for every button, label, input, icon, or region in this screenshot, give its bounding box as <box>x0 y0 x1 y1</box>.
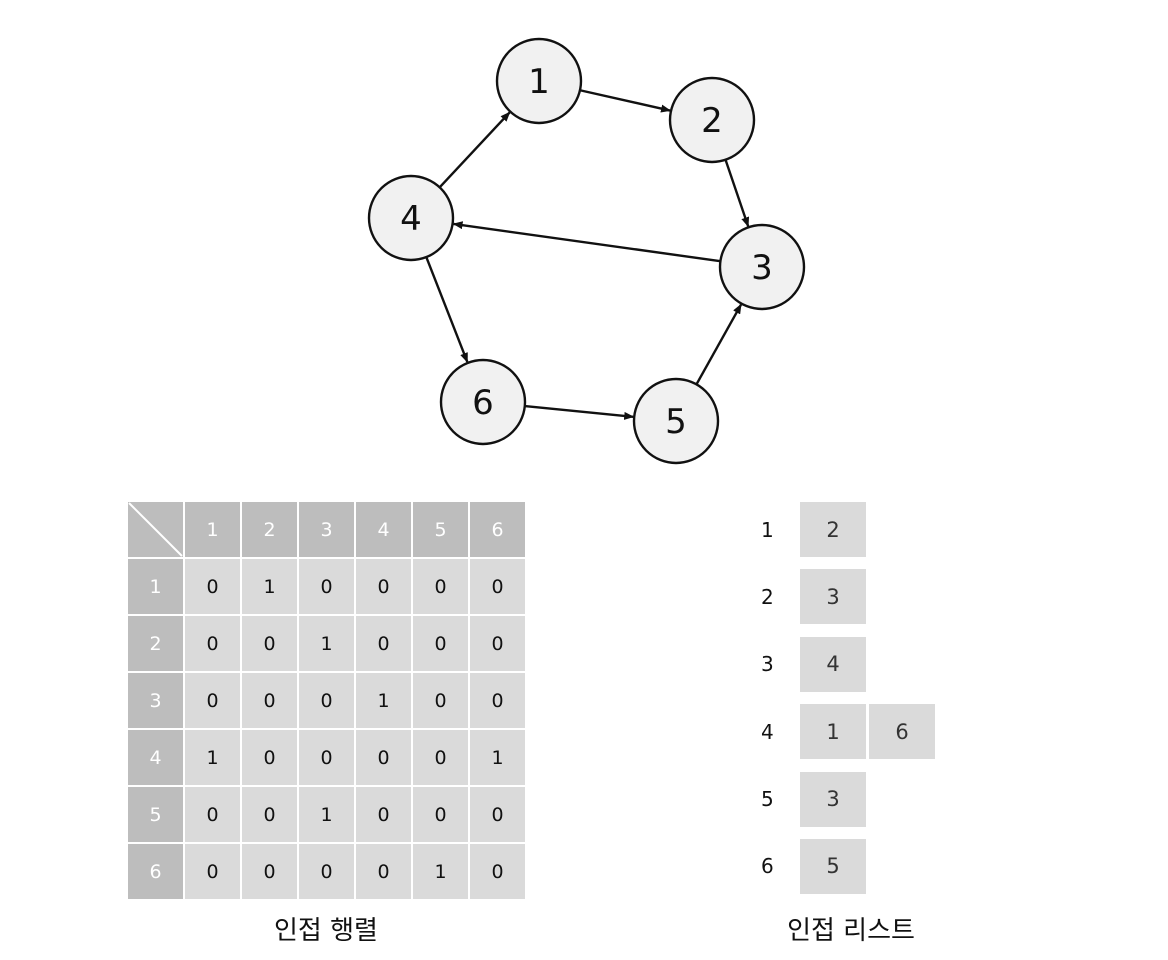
matrix-cell: 0 <box>470 559 525 614</box>
matrix-cell: 0 <box>470 673 525 728</box>
graph-node-4: 4 <box>367 174 455 262</box>
edge-4-to-1 <box>438 111 511 189</box>
matrix-row-header: 4 <box>128 730 183 785</box>
edge-5-to-3 <box>695 303 743 385</box>
graph-node-3: 3 <box>718 223 806 311</box>
matrix-cell: 0 <box>356 787 411 842</box>
list-key: 1 <box>761 517 774 542</box>
matrix-cell: 0 <box>242 844 297 899</box>
node-circle <box>495 37 583 125</box>
node-label: 4 <box>400 199 422 239</box>
matrix-cell: 1 <box>185 730 240 785</box>
list-key: 4 <box>761 719 774 744</box>
matrix-cell: 0 <box>185 844 240 899</box>
matrix-row-header: 3 <box>128 673 183 728</box>
node-circle <box>632 377 720 465</box>
matrix-cell: 0 <box>242 616 297 671</box>
matrix-cell: 0 <box>413 673 468 728</box>
matrix-cell: 0 <box>413 787 468 842</box>
list-item: 4 <box>800 636 866 692</box>
node-circle <box>367 174 455 262</box>
graph-node-2: 2 <box>668 76 756 164</box>
node-circle <box>439 358 527 446</box>
matrix-cell: 0 <box>242 673 297 728</box>
node-circle <box>718 223 806 311</box>
matrix-cell: 1 <box>470 730 525 785</box>
matrix-row-header: 1 <box>128 559 183 614</box>
node-label: 6 <box>472 383 494 423</box>
node-label: 2 <box>701 101 723 141</box>
list-key: 5 <box>761 787 774 812</box>
matrix-cell: 0 <box>185 673 240 728</box>
matrix-cell: 1 <box>242 559 297 614</box>
node-circle <box>668 76 756 164</box>
matrix-cell: 0 <box>413 616 468 671</box>
matrix-cell: 1 <box>413 844 468 899</box>
matrix-cell: 0 <box>242 787 297 842</box>
matrix-cell: 0 <box>185 616 240 671</box>
node-label: 1 <box>528 62 550 102</box>
diagonal-slash-icon <box>128 502 183 557</box>
list-item: 3 <box>800 569 866 625</box>
matrix-cell: 0 <box>413 730 468 785</box>
matrix-cell: 0 <box>299 844 354 899</box>
edge-3-to-4 <box>452 221 721 263</box>
node-label: 3 <box>751 248 773 288</box>
matrix-cell: 0 <box>413 559 468 614</box>
matrix-col-header: 2 <box>242 502 297 557</box>
matrix-cell: 0 <box>356 616 411 671</box>
list-item: 1 <box>800 704 866 760</box>
matrix-row-header: 5 <box>128 787 183 842</box>
edge-2-to-3 <box>724 159 750 228</box>
list-key: 3 <box>761 652 774 677</box>
matrix-cell: 0 <box>470 844 525 899</box>
directed-graph: 1 2 3 4 5 6 <box>367 37 806 465</box>
list-item: 5 <box>800 838 866 894</box>
edge-1-to-2 <box>579 89 672 113</box>
matrix-cell: 1 <box>299 787 354 842</box>
matrix-cell: 0 <box>470 787 525 842</box>
matrix-cell: 1 <box>299 616 354 671</box>
list-caption: 인접 리스트 <box>787 916 915 946</box>
matrix-cell: 0 <box>299 730 354 785</box>
matrix-col-header: 1 <box>185 502 240 557</box>
matrix-cell: 0 <box>299 559 354 614</box>
matrix-cell: 0 <box>356 559 411 614</box>
matrix-cell: 0 <box>356 730 411 785</box>
matrix-col-header: 3 <box>299 502 354 557</box>
list-item: 3 <box>800 771 866 827</box>
matrix-cell: 0 <box>242 730 297 785</box>
node-label: 5 <box>665 402 687 442</box>
graph-node-1: 1 <box>495 37 583 125</box>
matrix-cell: 0 <box>356 844 411 899</box>
list-key: 2 <box>761 584 774 609</box>
edge-4-to-6 <box>425 256 469 363</box>
matrix-col-header: 6 <box>470 502 525 557</box>
matrix-col-header: 5 <box>413 502 468 557</box>
matrix-cell: 0 <box>185 787 240 842</box>
matrix-cell: 0 <box>185 559 240 614</box>
matrix-row-header: 6 <box>128 844 183 899</box>
matrix-corner <box>128 502 183 557</box>
matrix-col-header: 4 <box>356 502 411 557</box>
list-key: 6 <box>761 854 774 879</box>
list-item: 2 <box>800 502 866 557</box>
list-item: 6 <box>869 704 935 760</box>
matrix-cell: 0 <box>299 673 354 728</box>
graph-node-6: 6 <box>439 358 527 446</box>
edge-6-to-5 <box>524 404 635 420</box>
matrix-caption: 인접 행렬 <box>274 916 378 946</box>
graph-node-5: 5 <box>632 377 720 465</box>
matrix-cell: 1 <box>356 673 411 728</box>
matrix-cell: 0 <box>470 616 525 671</box>
matrix-row-header: 2 <box>128 616 183 671</box>
